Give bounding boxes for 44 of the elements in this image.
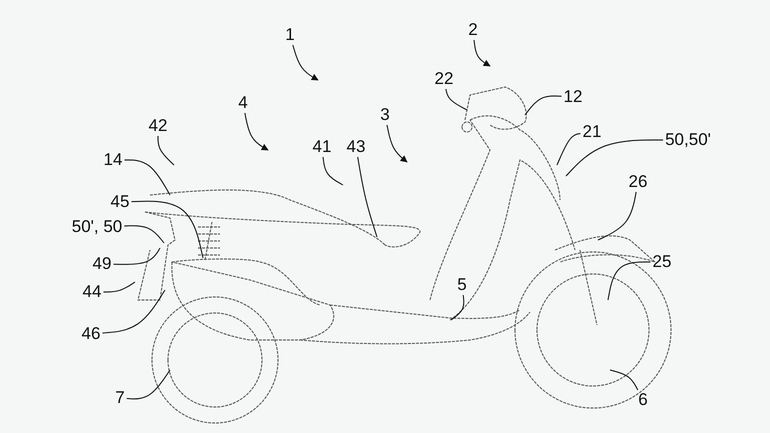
reference-numeral: 26	[628, 173, 648, 191]
leader-line	[322, 156, 344, 186]
reference-numeral: 12	[564, 88, 582, 106]
leader-line	[124, 225, 164, 244]
leader-line	[357, 156, 378, 238]
direction-arrow	[292, 44, 319, 80]
reference-numeral: 49	[92, 255, 112, 273]
reference-numeral: 45	[110, 193, 130, 211]
reference-numeral: 42	[148, 117, 168, 135]
reference-numeral: 5	[457, 276, 467, 294]
leader-line	[556, 133, 582, 166]
reference-numeral: 7	[115, 389, 125, 407]
reference-numeral: 22	[434, 70, 454, 88]
reference-numeral: 41	[312, 138, 332, 156]
leader-line	[566, 140, 664, 176]
leader-line	[130, 200, 204, 258]
leader-line	[524, 95, 562, 116]
reference-numeral: 46	[82, 325, 100, 343]
direction-arrow	[386, 124, 408, 162]
leader-line	[124, 160, 170, 196]
reference-numeral: 43	[346, 138, 366, 156]
reference-numeral: 50,50'	[665, 131, 711, 149]
leader-line	[610, 370, 638, 390]
reference-numeral: 2	[468, 21, 478, 39]
leader-line	[158, 136, 174, 166]
leader-line	[102, 282, 136, 292]
leader-line	[102, 290, 166, 334]
reference-numeral: 50', 50	[72, 218, 122, 236]
direction-arrow	[474, 40, 491, 66]
leader-line	[445, 88, 468, 110]
direction-arrow	[244, 112, 269, 150]
reference-numeral: 6	[638, 391, 648, 409]
reference-numeral: 4	[238, 94, 248, 112]
reference-numeral: 44	[82, 283, 102, 301]
reference-numeral: 3	[380, 106, 390, 124]
leader-line	[126, 370, 170, 400]
leader-line	[112, 248, 160, 265]
reference-numeral: 21	[582, 123, 602, 141]
reference-numeral: 25	[652, 253, 672, 271]
leader-line	[450, 294, 464, 320]
reference-numeral: 1	[285, 26, 295, 44]
leader-line	[598, 192, 637, 240]
reference-numeral: 14	[104, 151, 122, 169]
leader-line	[608, 262, 652, 300]
